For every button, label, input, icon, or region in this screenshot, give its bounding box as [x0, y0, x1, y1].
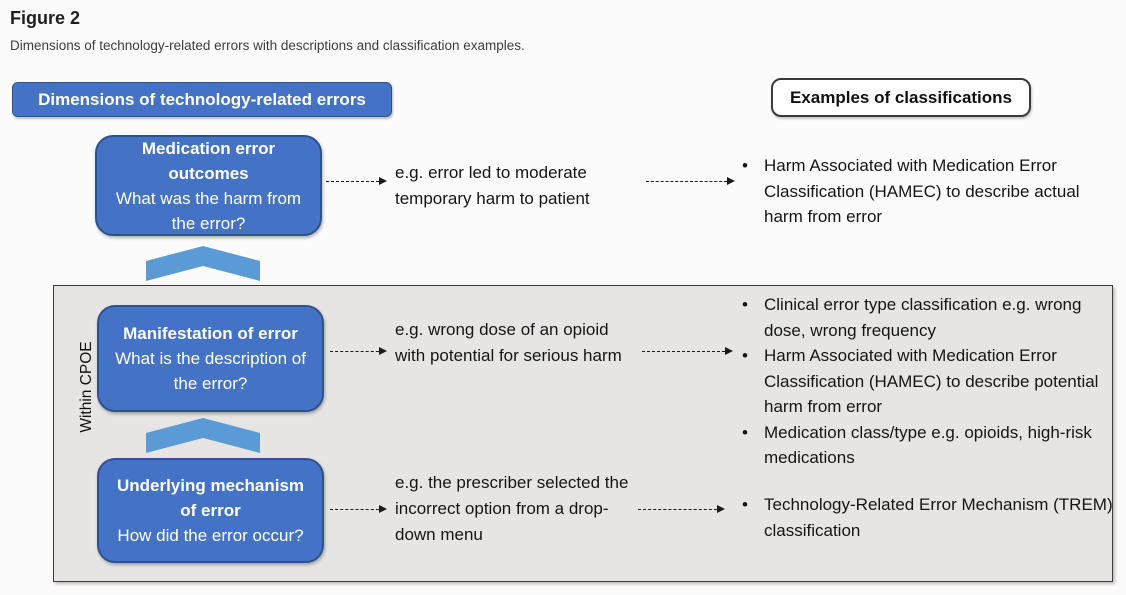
figure-label: Figure 2: [10, 8, 81, 28]
classifications-header: Examples of classifications: [771, 78, 1031, 117]
box-title: Manifestation of error: [123, 324, 298, 343]
example-text: e.g. the prescriber selected the incorre…: [395, 473, 629, 544]
box-title: Underlying mechanism of error: [116, 476, 305, 520]
dashed-arrow: [330, 505, 387, 514]
box-question: How did the error occur?: [117, 526, 304, 545]
dashed-arrow: [638, 505, 725, 514]
example-text: e.g. error led to moderate temporary har…: [395, 163, 590, 208]
box-manifestation-of-error: Manifestation of error What is the descr…: [97, 305, 324, 412]
dashed-arrow: [646, 177, 735, 186]
chevron-up-icon: [146, 246, 260, 281]
box-underlying-mechanism-of-error: Underlying mechanism of error How did th…: [97, 458, 324, 563]
box-question: What was the harm from the error?: [115, 188, 302, 233]
dimensions-header: Dimensions of technology-related errors: [12, 82, 392, 117]
dashed-arrow: [642, 347, 733, 356]
classification-list: Technology-Related Error Mechanism (TREM…: [738, 492, 1118, 543]
classification-list: Harm Associated with Medication Error Cl…: [738, 153, 1118, 230]
classification-item: Clinical error type classification e.g. …: [738, 292, 1118, 343]
chevron-up-icon: [146, 418, 260, 453]
classification-item: Medication class/type e.g. opioids, high…: [738, 420, 1118, 471]
classifications-header-label: Examples of classifications: [789, 87, 1013, 107]
dashed-arrow: [330, 347, 387, 356]
classification-list: Clinical error type classification e.g. …: [738, 292, 1118, 471]
box-question: What is the description of the error?: [115, 349, 306, 393]
box-medication-error-outcomes: Medication error outcomes What was the h…: [95, 135, 322, 236]
dashed-arrow: [326, 177, 387, 186]
classification-item: Harm Associated with Medication Error Cl…: [738, 153, 1118, 230]
classification-item: Harm Associated with Medication Error Cl…: [738, 343, 1118, 420]
example-text: e.g. wrong dose of an opioid with potent…: [395, 320, 622, 365]
figure-caption: Dimensions of technology-related errors …: [10, 38, 525, 53]
classification-item: Technology-Related Error Mechanism (TREM…: [738, 492, 1118, 543]
box-title: Medication error outcomes: [141, 138, 276, 183]
dimensions-header-label: Dimensions of technology-related errors: [38, 89, 366, 109]
